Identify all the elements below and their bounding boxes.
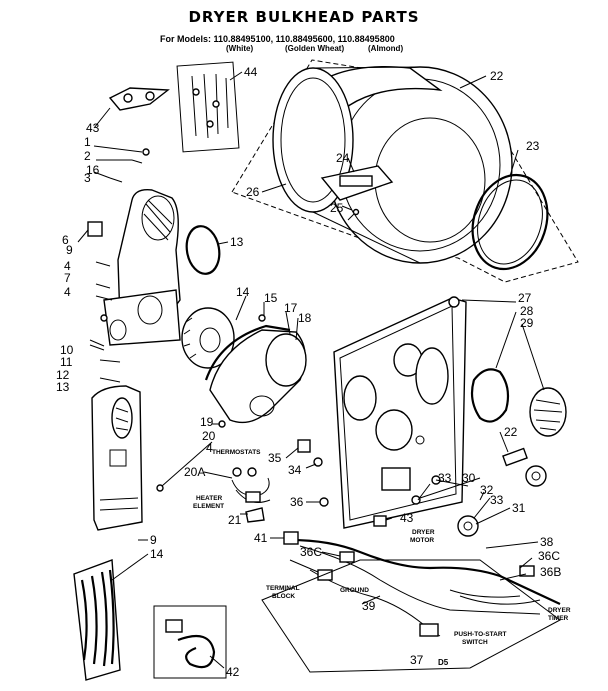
clip-6 bbox=[87, 221, 103, 237]
label-ground: GROUND bbox=[340, 587, 369, 594]
model-color-almond: (Almond) bbox=[368, 44, 404, 53]
callout: 41 bbox=[254, 531, 268, 545]
callout: 36B bbox=[540, 565, 561, 579]
callout: 33 bbox=[490, 493, 504, 507]
callout: 12 bbox=[56, 368, 70, 382]
callout: 34 bbox=[288, 463, 302, 477]
callout: 25 bbox=[330, 201, 344, 215]
callout: 22 bbox=[490, 69, 504, 83]
corner-code: D5 bbox=[438, 658, 449, 667]
kit-39 bbox=[153, 605, 227, 679]
callout: 1 bbox=[84, 135, 91, 149]
label-terminal-block: BLOCK bbox=[272, 593, 295, 600]
callout: 43 bbox=[86, 121, 100, 135]
callout: 4 bbox=[64, 285, 71, 299]
part-19 bbox=[156, 484, 164, 492]
callout: 7 bbox=[64, 271, 71, 285]
screws bbox=[89, 148, 150, 383]
callout: 14 bbox=[236, 285, 250, 299]
callout: 15 bbox=[264, 291, 278, 305]
models-line: For Models: 110.88495100, 110.88495600, … bbox=[160, 34, 395, 44]
callout: 27 bbox=[518, 291, 532, 305]
callout: 29 bbox=[520, 316, 534, 330]
part-20a bbox=[245, 507, 265, 523]
drum-group bbox=[231, 59, 579, 283]
callout: 19 bbox=[200, 415, 214, 429]
base-outline bbox=[261, 559, 561, 673]
label-dryer-timer: DRYER bbox=[548, 607, 571, 614]
callout: 11 bbox=[60, 355, 73, 369]
kit-41 bbox=[108, 87, 170, 111]
rear-duct-3 bbox=[103, 189, 181, 346]
model-color-golden-wheat: (Golden Wheat) bbox=[285, 44, 345, 53]
callout: 3 bbox=[84, 171, 91, 185]
callout: 20 bbox=[202, 429, 216, 443]
callout: 4 bbox=[206, 441, 213, 455]
label-push-to-start: SWITCH bbox=[462, 639, 488, 646]
page-title: DRYER BULKHEAD PARTS bbox=[188, 8, 420, 26]
part-34 bbox=[297, 439, 311, 453]
callout: 28 bbox=[520, 304, 534, 318]
callout: 9 bbox=[150, 533, 157, 547]
callout: 37 bbox=[410, 653, 424, 667]
callout: 39 bbox=[362, 599, 376, 613]
seal-13 bbox=[185, 225, 221, 275]
callout: 6 bbox=[62, 233, 69, 247]
callout: 36 bbox=[290, 495, 304, 509]
callout: 43 bbox=[400, 511, 414, 525]
callout: 2 bbox=[84, 149, 91, 163]
callout: 24 bbox=[336, 151, 350, 165]
label-heater-element: HEATER bbox=[196, 495, 223, 502]
ring-28 bbox=[470, 368, 510, 423]
label-dryer-motor: DRYER bbox=[412, 529, 435, 536]
callout: 13 bbox=[56, 380, 70, 394]
callout: 42 bbox=[226, 665, 240, 679]
heater-element-12 bbox=[73, 559, 121, 681]
callout: 26 bbox=[246, 185, 260, 199]
callout: 16 bbox=[86, 163, 100, 177]
thermostats-20 bbox=[231, 467, 271, 503]
blower-assembly bbox=[181, 307, 307, 424]
callout: 21 bbox=[228, 513, 242, 527]
models-prefix: For Models: bbox=[160, 34, 211, 44]
callout: 18 bbox=[298, 311, 312, 325]
callout: 35 bbox=[268, 451, 282, 465]
callout: 4 bbox=[64, 259, 71, 273]
callout: 32 bbox=[480, 483, 494, 497]
callout: 20A bbox=[184, 465, 205, 479]
callout: 23 bbox=[526, 139, 540, 153]
callout: 31 bbox=[512, 501, 526, 515]
label-dryer-timer: TIMER bbox=[548, 615, 569, 622]
callout: 36C bbox=[300, 545, 322, 559]
label-thermostats: THERMOSTATS bbox=[212, 449, 261, 456]
callout: 13 bbox=[230, 235, 244, 249]
label-push-to-start: PUSH-TO-START bbox=[454, 631, 507, 638]
callout: 10 bbox=[60, 343, 74, 357]
model-numbers: 110.88495100, 110.88495600, 110.88495800 bbox=[213, 34, 395, 44]
callout: 44 bbox=[244, 65, 258, 79]
callouts: 43 1 2 16 3 44 22 23 24 25 26 6 9 13 4 7… bbox=[56, 65, 561, 679]
model-color-white: (White) bbox=[226, 44, 254, 53]
clip-40 bbox=[373, 515, 387, 527]
callout: 38 bbox=[540, 535, 554, 549]
bulkhead-27 bbox=[333, 296, 467, 529]
callout: 9 bbox=[66, 243, 73, 257]
control-panel-11 bbox=[91, 385, 143, 531]
part-35 bbox=[319, 497, 329, 507]
grill-29 bbox=[529, 387, 567, 437]
kit-42 bbox=[176, 61, 240, 153]
label-dryer-motor: MOTOR bbox=[410, 537, 434, 544]
callout: 30 bbox=[462, 471, 476, 485]
label-terminal-block: TERMINAL bbox=[266, 585, 300, 592]
part-labels: THERMOSTATS HEATER ELEMENT DRYER MOTOR T… bbox=[193, 449, 571, 667]
leader-lines bbox=[77, 71, 545, 669]
callout: 22 bbox=[504, 425, 518, 439]
wiring-harness-36 bbox=[283, 531, 561, 637]
callout: 33 bbox=[438, 471, 452, 485]
label-heater-element: ELEMENT bbox=[193, 503, 224, 510]
callout: 17 bbox=[284, 301, 298, 315]
callout: 14 bbox=[150, 547, 164, 561]
callout: 36C bbox=[538, 549, 560, 563]
